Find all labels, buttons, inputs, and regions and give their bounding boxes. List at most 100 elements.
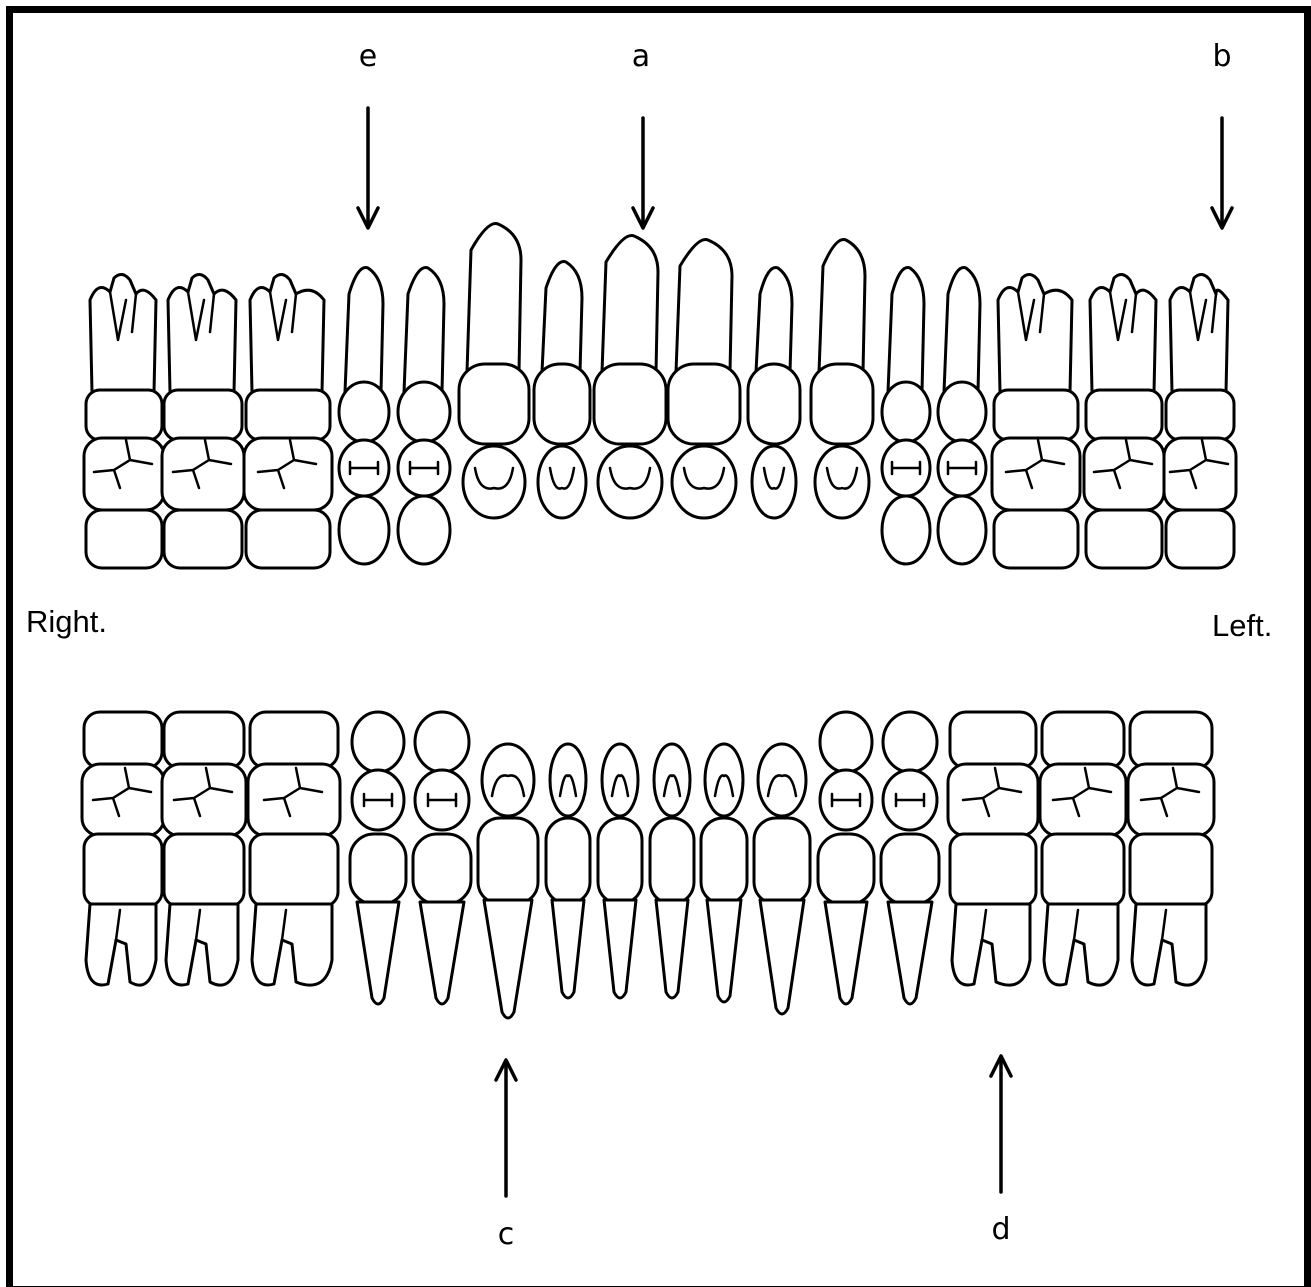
lingual-crown [164,712,244,768]
lower-tooth-9 [650,744,694,998]
occlusal-surface [1084,438,1164,510]
lingual-crown [415,712,469,772]
root [90,274,156,392]
crown [594,364,666,444]
lingual-crown [86,510,162,568]
root [656,900,688,998]
lingual-crown [164,510,242,568]
root [998,274,1072,392]
lower-tooth-6 [478,744,538,1018]
upper-tooth-1 [84,274,164,568]
root [819,240,865,372]
incisal-view [815,446,869,518]
root [357,902,399,1004]
root [676,240,732,372]
marker-label-c: c [486,1220,526,1250]
crown [811,364,873,444]
buccal-crown [350,834,406,904]
upper-tooth-16 [1164,274,1236,568]
lingual-crown [250,712,338,768]
root [602,236,658,372]
buccal-crown [1130,834,1212,906]
lower-tooth-14 [948,712,1038,985]
lingual-crown [398,496,450,564]
root [888,902,932,1004]
root [86,904,156,985]
crown [598,818,642,904]
root [420,902,464,1004]
buccal-crown [398,382,450,442]
buccal-crown [339,382,389,442]
lingual-crown [1086,510,1162,568]
buccal-crown [246,390,330,440]
upper-tooth-6 [459,224,529,518]
lingual-crown [882,496,930,564]
incisal-view [482,744,534,816]
incisal-view [550,744,586,816]
occlusal-surface [162,438,244,510]
occlusal-surface [84,438,164,510]
incisal-view [463,446,525,518]
buccal-crown [84,834,162,906]
lower-tooth-4 [350,712,406,1004]
crown [546,818,590,904]
root [952,904,1030,985]
crown [459,364,529,444]
lower-arch [82,712,1214,1018]
crown [668,364,740,444]
upper-tooth-14 [992,274,1080,568]
lingual-crown [994,510,1078,568]
upper-tooth-11 [811,240,873,518]
buccal-crown [1042,834,1124,906]
buccal-crown [882,382,930,442]
crown [701,818,747,904]
lingual-crown [938,496,986,564]
upper-tooth-7 [534,262,590,518]
arrow-e [358,108,378,228]
incisal-view [654,744,690,816]
root [604,900,636,998]
lingual-crown [1130,712,1212,768]
buccal-crown [86,390,162,440]
crown [650,818,694,904]
buccal-crown [250,834,338,906]
lower-tooth-8 [598,744,642,998]
lower-tooth-13 [881,712,939,1004]
crown [478,818,538,904]
occlusal-surface [1164,438,1236,510]
lower-tooth-3 [248,712,340,985]
upper-tooth-10 [748,268,800,518]
upper-tooth-12 [882,268,930,564]
upper-tooth-15 [1084,274,1164,568]
marker-label-a: a [621,42,661,72]
root [707,900,741,1002]
lingual-crown [84,712,162,768]
upper-tooth-8 [594,236,666,518]
lower-tooth-5 [413,712,471,1004]
incisal-view [752,446,796,518]
lingual-crown [820,712,872,772]
root [944,268,980,392]
buccal-crown [881,834,939,904]
root [250,274,324,392]
lingual-crown [1166,510,1234,568]
buccal-crown [413,834,471,904]
incisal-view [758,744,806,816]
lower-tooth-16 [1128,712,1214,985]
marker-label-d: d [981,1215,1021,1245]
root [825,902,867,1004]
buccal-crown [1166,390,1234,440]
arrow-c [496,1060,516,1196]
crown [754,818,810,904]
arrow-d [991,1056,1011,1192]
marker-label-e: e [348,42,388,72]
buccal-crown [818,834,874,904]
root [1132,904,1206,985]
incisal-view [598,446,662,518]
root [1044,904,1118,985]
root [552,900,584,998]
buccal-crown [164,390,242,440]
occlusal-surface [248,764,340,836]
root [484,900,532,1018]
